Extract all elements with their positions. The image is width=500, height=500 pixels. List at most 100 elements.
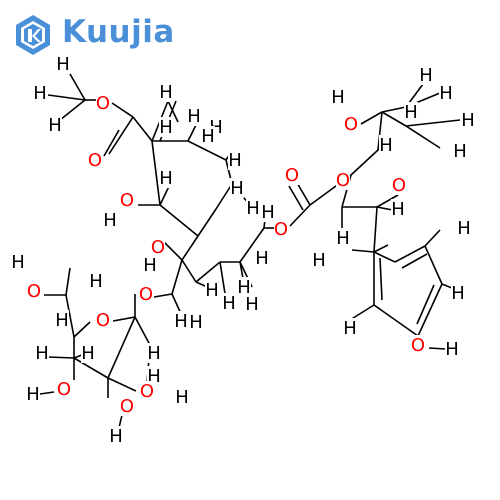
bond-line <box>405 125 441 149</box>
bond-line <box>428 347 447 350</box>
atom-label-background <box>285 165 299 185</box>
hydrogen-atom-label: H <box>109 426 123 447</box>
atom-label-background <box>439 83 453 103</box>
oxygen-atom-label: O <box>411 335 425 356</box>
bond-line <box>47 356 75 359</box>
hydrogen-atom-label: H <box>261 202 275 223</box>
atom-label-background <box>245 294 259 314</box>
hydrogen-atom-label: H <box>336 228 350 249</box>
atom-label-background <box>261 202 275 222</box>
atom-label-background <box>159 82 173 102</box>
bond-line <box>108 116 134 155</box>
atom-label-background <box>96 310 110 330</box>
hydrogen-atom-label: H <box>419 65 433 86</box>
bond-line <box>381 106 407 113</box>
hydrogen-atom-label: H <box>343 318 357 339</box>
hydrogen-atom-label: H <box>159 82 173 103</box>
oxygen-atom-label: O <box>27 281 41 302</box>
oxygen-atom-label: O <box>88 150 102 171</box>
hydrogen-atom-label: H <box>205 280 219 301</box>
bond-line <box>153 293 173 298</box>
atom-label-background <box>336 170 350 190</box>
atom-label-background <box>35 343 49 363</box>
bond-line <box>65 294 75 338</box>
bond-line <box>159 204 199 237</box>
atom-label-background <box>151 237 165 257</box>
bond-line <box>65 267 71 296</box>
hydrogen-atom-label: H <box>201 126 215 147</box>
atom-label-background <box>453 141 467 161</box>
bond-line <box>405 119 461 127</box>
atom-label-background <box>11 252 25 272</box>
kuujia-logo: Kuujia <box>10 12 174 58</box>
oxygen-atom-label: O <box>336 170 350 191</box>
oxygen-atom-label: O <box>151 237 165 258</box>
hydrogen-atom-label: H <box>55 310 69 331</box>
hydrogen-atom-label: H <box>175 387 189 408</box>
hydrogen-atom-label: H <box>187 106 201 127</box>
bond-line <box>73 357 109 379</box>
bond-line <box>350 149 379 176</box>
atom-label-background <box>379 135 393 155</box>
hydrogen-atom-label: H <box>11 252 25 273</box>
hydrogen-atom-label: H <box>453 141 467 162</box>
oxygen-atom-label: O <box>285 165 299 186</box>
bond-line <box>69 73 86 101</box>
atom-label-background <box>109 426 123 446</box>
hydrogen-atom-label: H <box>159 117 173 138</box>
hydrogen-atom-label: H <box>33 83 47 104</box>
atom-label-background <box>96 93 110 113</box>
bond-line <box>373 244 389 253</box>
atom-label-background <box>392 175 406 195</box>
hydrogen-atom-label: H <box>404 102 418 123</box>
bond-line <box>39 391 55 395</box>
atom-label-background <box>237 277 251 297</box>
oxygen-atom-label: O <box>96 310 110 331</box>
atom-label-background <box>343 318 357 338</box>
atom-label-background <box>57 379 71 399</box>
bond-line <box>107 377 137 392</box>
atom-label-background <box>189 312 203 332</box>
bond-line <box>373 304 419 337</box>
hydrogen-atom-label: H <box>189 312 203 333</box>
bond-line <box>73 321 91 338</box>
hydrogen-atom-label: H <box>147 343 161 364</box>
hydrogen-atom-label: H <box>230 178 244 199</box>
bond-line <box>111 102 134 118</box>
hexagon-k-icon <box>16 15 50 55</box>
hydrogen-atom-label: H <box>461 110 475 131</box>
bond-line <box>59 99 86 121</box>
oxygen-atom-label: O <box>139 284 153 305</box>
atom-label-background <box>27 281 41 301</box>
atom-label-background <box>103 210 117 230</box>
atom-label-background <box>48 115 62 135</box>
oxygen-atom-label: O <box>140 381 154 402</box>
hydrogen-atom-label: H <box>222 293 236 314</box>
bond-line <box>416 284 435 325</box>
atom-label-background <box>457 218 471 238</box>
atom-label-background <box>205 280 219 300</box>
bond-line <box>424 245 443 285</box>
hydrogen-atom-label: H <box>379 135 393 156</box>
atom-label-background <box>391 199 405 219</box>
hydrogen-atom-label: H <box>237 277 251 298</box>
hydrogen-atom-label: H <box>48 115 62 136</box>
atom-label-background <box>222 293 236 313</box>
bond-line <box>417 283 443 337</box>
atom-label-background <box>336 228 350 248</box>
bond-line <box>103 129 120 157</box>
hydrogen-atom-label: H <box>255 248 269 269</box>
atom-label-background <box>120 190 134 210</box>
bond-line <box>401 253 428 269</box>
atom-label-background <box>174 311 188 331</box>
atom-label-background <box>344 114 358 134</box>
bond-line <box>376 194 399 208</box>
atom-label-background <box>230 178 244 198</box>
bond-line <box>394 245 426 263</box>
bond-line <box>289 204 311 227</box>
atom-label-background <box>143 255 157 275</box>
atom-label-background <box>274 219 288 239</box>
atom-label-background <box>139 284 153 304</box>
hydrogen-atom-label: H <box>457 218 471 239</box>
hydrogen-atom-label: H <box>439 83 453 104</box>
